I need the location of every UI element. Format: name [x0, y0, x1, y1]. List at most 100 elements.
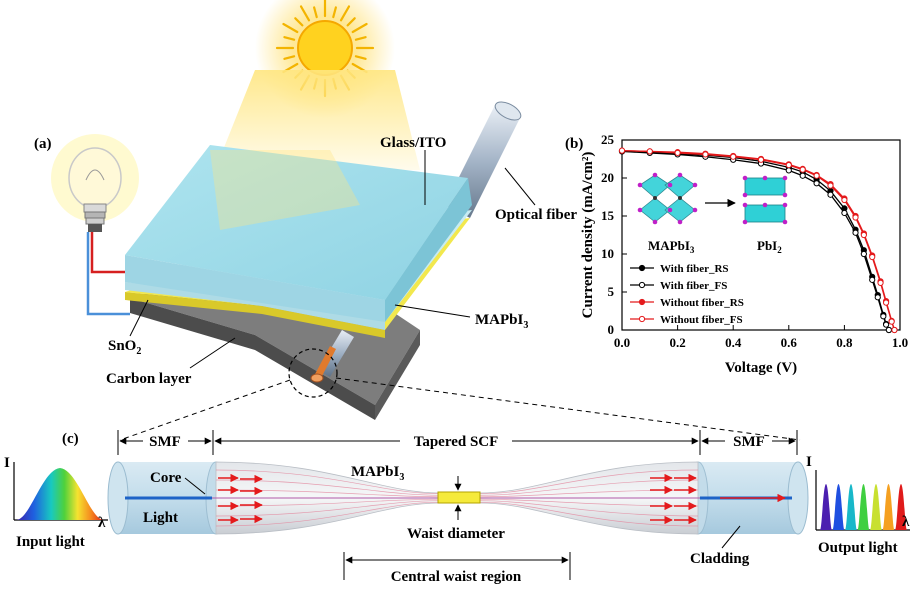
series-point — [852, 229, 859, 236]
series-line — [621, 149, 896, 331]
output-spectrum: I λ Output light — [806, 454, 910, 556]
series-point — [813, 172, 820, 179]
series-point — [827, 191, 834, 198]
series-point — [877, 279, 884, 286]
crystal-inset: MAPbI3 PbI2 — [637, 172, 788, 255]
x-tick-label: 0.8 — [836, 335, 853, 350]
series-line — [621, 150, 890, 331]
panel-c: (c) SMF Tapered SCF SMF — [4, 430, 910, 585]
legend-marker — [638, 281, 646, 289]
glass-ito-layer — [125, 145, 468, 300]
blue-wire — [86, 232, 130, 316]
series-point — [869, 276, 876, 283]
input-spectrum: I λ Input light — [4, 455, 108, 550]
series-point — [646, 148, 653, 155]
light-arrows — [218, 473, 786, 525]
series-point — [885, 326, 892, 334]
y-tick-label: 15 — [601, 208, 615, 223]
legend-label: Without fiber_RS — [660, 297, 744, 309]
output-axis-lambda: λ — [902, 514, 910, 530]
smf-right-label: SMF — [733, 434, 765, 450]
x-tick-label: 0.4 — [725, 335, 742, 350]
light-bulb-icon — [51, 134, 139, 232]
mapbi3-label: MAPbI3 — [475, 312, 528, 331]
output-axis-i: I — [806, 454, 812, 470]
legend-marker — [638, 315, 646, 323]
chart-legend: With fiber_RS With fiber_FS Without fiber_… — [630, 263, 744, 326]
output-light-label: Output light — [818, 540, 898, 556]
series-point — [799, 172, 806, 179]
input-axis-i: I — [4, 455, 10, 471]
sunlight-beam — [215, 70, 420, 170]
cladding-label: Cladding — [690, 551, 750, 567]
output-peak — [845, 484, 857, 530]
series-point — [618, 147, 626, 154]
panel-a-tag: (a) — [34, 136, 52, 152]
x-tick-label: 0.0 — [614, 335, 630, 350]
mapbi3-crystal-icon — [637, 172, 698, 225]
series-point — [730, 153, 737, 160]
y-tick-label: 25 — [601, 132, 615, 147]
mapbi3-coating — [437, 491, 481, 504]
output-peak — [832, 484, 845, 530]
central-waist-label: Central waist region — [391, 569, 522, 585]
series-point — [785, 167, 792, 174]
panel-a: (a) — [34, 0, 801, 441]
sno2-label: SnO2 — [108, 338, 141, 357]
series-point — [841, 209, 848, 217]
series-point — [702, 151, 709, 158]
smf-left-label: SMF — [149, 434, 181, 450]
series-point — [874, 294, 881, 301]
x-tick-label: 0.2 — [669, 335, 685, 350]
x-tick-label: 0.6 — [781, 335, 798, 350]
series-point — [799, 166, 806, 173]
output-peak — [820, 484, 832, 530]
series-point — [860, 231, 867, 239]
legend-label: With fiber_RS — [660, 263, 729, 275]
output-peak — [895, 484, 907, 530]
series-point — [785, 161, 792, 169]
carbon-layer-label: Carbon layer — [106, 371, 192, 387]
series-point — [869, 253, 876, 261]
series-point — [841, 196, 848, 204]
waist-diameter-label: Waist diameter — [407, 526, 505, 542]
series-point — [674, 149, 681, 157]
legend-label: Without fiber_FS — [660, 314, 743, 326]
inset-mapbi3-label: MAPbI3 — [648, 238, 695, 255]
zoom-circle — [288, 348, 338, 398]
series-point — [852, 214, 859, 221]
output-peak — [882, 484, 895, 530]
series-point — [757, 156, 765, 163]
chart-series — [618, 147, 898, 334]
y-axis-label: Current density (mA/cm²) — [580, 152, 596, 319]
waist-mapbi3-label: MAPbI3 — [351, 464, 404, 483]
inset-pbi2-label: PbI2 — [757, 238, 782, 255]
series-point — [883, 299, 890, 306]
series-point — [880, 313, 887, 320]
y-tick-label: 5 — [608, 284, 615, 299]
glass-ito-label: Glass/ITO — [380, 135, 446, 151]
series-point — [860, 250, 867, 258]
legend-marker — [638, 298, 646, 306]
y-tick-label: 0 — [608, 322, 615, 337]
plot-frame — [621, 139, 901, 331]
series-point — [827, 182, 834, 189]
x-tick-label: 1.0 — [892, 335, 908, 350]
light-label: Light — [143, 510, 178, 526]
input-axis-lambda: λ — [98, 515, 106, 531]
series-point — [891, 326, 898, 334]
legend-marker — [638, 264, 646, 272]
panel-b-tag: (b) — [565, 136, 583, 152]
legend-label: With fiber_FS — [660, 280, 727, 292]
pbi2-crystal-icon — [742, 175, 788, 225]
output-peak — [870, 484, 882, 530]
tapered-scf-label: Tapered SCF — [414, 434, 499, 450]
x-axis-label: Voltage (V) — [725, 360, 797, 376]
core-label: Core — [150, 470, 182, 486]
y-tick-label: 10 — [601, 246, 614, 261]
series-point — [888, 318, 895, 325]
